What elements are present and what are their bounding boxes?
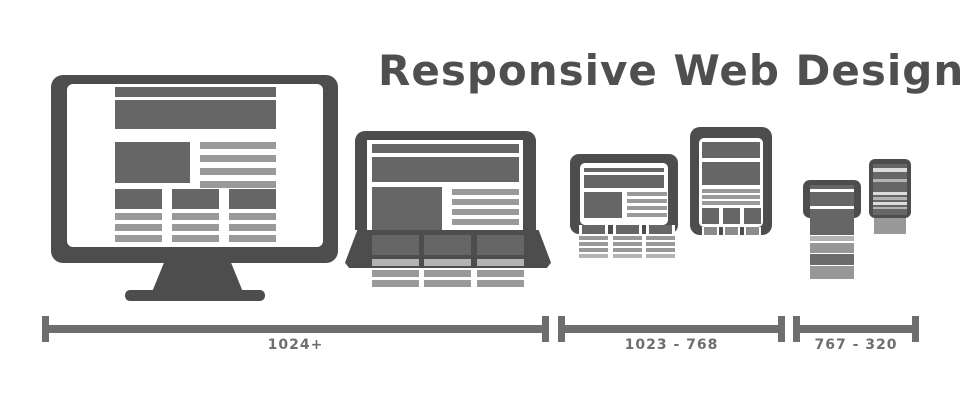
wireframe-text-line xyxy=(627,192,667,196)
wireframe-text-line xyxy=(424,270,471,277)
wireframe-card-block xyxy=(477,235,524,255)
wireframe-text-line xyxy=(477,280,524,287)
phone-screen-content xyxy=(873,164,907,215)
wireframe-card-block xyxy=(744,208,761,224)
wireframe-text-line xyxy=(579,242,608,246)
wireframe-navbar xyxy=(584,168,664,172)
wireframe-text-line xyxy=(229,235,276,242)
wireframe-text-line xyxy=(627,213,667,217)
wireframe-text-line xyxy=(172,235,219,242)
wireframe-text-line xyxy=(627,199,667,203)
wireframe-text-line xyxy=(702,195,760,199)
wireframe-text-line xyxy=(613,248,642,252)
wireframe-text-line xyxy=(613,236,642,240)
wireframe-text-line xyxy=(702,201,760,205)
wireframe-text-line xyxy=(702,189,760,193)
wireframe-navbar xyxy=(115,87,276,97)
wireframe-text-line xyxy=(115,213,162,220)
wireframe-text-line xyxy=(477,270,524,277)
wireframe-card-block xyxy=(229,189,276,209)
wireframe-text-line xyxy=(452,209,519,215)
wireframe-text-line xyxy=(115,224,162,231)
wireframe-divider xyxy=(810,189,854,192)
wireframe-card-block xyxy=(372,235,419,255)
wireframe-text-line xyxy=(424,280,471,287)
wireframe-text-line xyxy=(172,213,219,220)
wireframe-text-line xyxy=(229,213,276,220)
ruler-phone xyxy=(793,316,919,342)
wireframe-text-line xyxy=(873,197,907,200)
wireframe-image-block xyxy=(372,187,442,230)
wireframe-text-line xyxy=(200,181,276,188)
wireframe-card-block xyxy=(723,208,740,224)
wireframe-text-line xyxy=(646,242,675,246)
wireframe-text-line xyxy=(613,254,642,258)
wireframe-card-block xyxy=(810,266,854,279)
wireframe-text-line xyxy=(873,168,907,172)
ruler-desktop xyxy=(42,316,549,342)
ruler-tablet xyxy=(558,316,785,342)
ruler-label-phone: 767 - 320 xyxy=(814,337,898,353)
wireframe-text-line xyxy=(627,206,667,210)
wireframe-card-block xyxy=(810,243,854,253)
wireframe-text-line xyxy=(646,236,675,240)
page-title: Responsive Web Design xyxy=(378,46,960,95)
wireframe-column-stub xyxy=(646,225,675,234)
wireframe-text-line xyxy=(200,168,276,175)
wireframe-text-line xyxy=(200,142,276,149)
wireframe-card-block xyxy=(172,189,219,209)
ruler-label-desktop: 1024+ xyxy=(267,337,324,353)
wireframe-text-line xyxy=(873,179,907,182)
wireframe-text-line xyxy=(372,259,419,266)
wireframe-text-line xyxy=(646,254,675,258)
wireframe-text-line xyxy=(452,219,519,225)
wireframe-text-line xyxy=(873,192,907,195)
wireframe-column-stub xyxy=(579,225,608,234)
wireframe-text-line xyxy=(579,248,608,252)
wireframe-navbar xyxy=(372,144,519,153)
wireframe-header xyxy=(372,157,519,182)
wireframe-text-line xyxy=(452,199,519,205)
wireframe-card-block xyxy=(115,189,162,209)
wireframe-text-line xyxy=(646,248,675,252)
wireframe-text-line xyxy=(579,236,608,240)
ruler-label-tablet: 1023 - 768 xyxy=(624,337,719,353)
wireframe-card-block xyxy=(424,235,471,255)
wireframe-text-line xyxy=(172,224,219,231)
wireframe-image-block xyxy=(584,192,622,218)
wireframe-text-line xyxy=(229,224,276,231)
wireframe-text-line xyxy=(424,259,471,266)
wireframe-column-stub xyxy=(723,227,740,235)
wireframe-text-line xyxy=(115,235,162,242)
wireframe-header xyxy=(584,175,664,188)
wireframe-card-block xyxy=(702,208,719,224)
wireframe-header xyxy=(702,142,760,158)
wireframe-text-line xyxy=(873,207,907,209)
wireframe-image-block xyxy=(115,142,190,183)
phone-screen-content xyxy=(810,185,854,235)
wireframe-divider xyxy=(810,206,854,209)
ruler-bar xyxy=(558,325,785,333)
wireframe-text-line xyxy=(200,155,276,162)
wireframe-text-line xyxy=(613,242,642,246)
wireframe-card-block xyxy=(874,218,906,234)
wireframe-text-line xyxy=(873,202,907,205)
ruler-bar xyxy=(42,325,549,333)
wireframe-text-line xyxy=(372,280,419,287)
wireframe-text-line xyxy=(810,236,854,241)
wireframe-text-line xyxy=(579,254,608,258)
wireframe-column-stub xyxy=(744,227,761,235)
wireframe-text-line xyxy=(372,270,419,277)
wireframe-text-line xyxy=(477,259,524,266)
wireframe-column-stub xyxy=(702,227,719,235)
monitor-stand-neck xyxy=(152,263,243,292)
wireframe-image-block xyxy=(702,162,760,185)
wireframe-header xyxy=(115,100,276,129)
wireframe-column-stub xyxy=(613,225,642,234)
wireframe-card-block xyxy=(810,254,854,265)
ruler-bar xyxy=(793,325,919,333)
monitor-stand-base xyxy=(125,290,265,301)
wireframe-text-line xyxy=(452,189,519,195)
